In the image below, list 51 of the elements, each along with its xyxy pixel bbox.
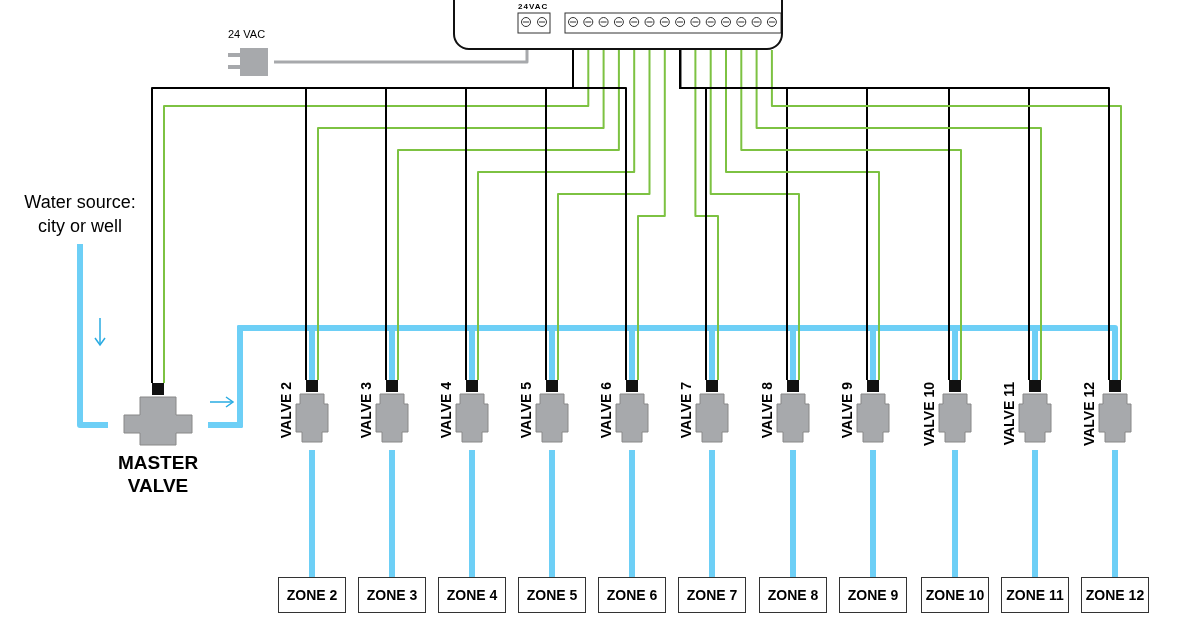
valve-label: VALVE 9: [839, 382, 855, 439]
zone-box: ZONE 12: [1081, 577, 1149, 613]
water-pipe: [469, 450, 475, 577]
water-pipe: [952, 450, 958, 577]
wire: [740, 49, 962, 381]
wire: [694, 49, 719, 381]
valve-label: VALVE 12: [1081, 382, 1097, 447]
zone-box: ZONE 2: [278, 577, 346, 613]
valve-label: VALVE 7: [678, 382, 694, 439]
water-pipe: [870, 450, 876, 577]
valve-label: VALVE 2: [278, 382, 294, 439]
valve-label: MASTER VALVE: [116, 451, 200, 497]
controller-box: [453, 0, 783, 50]
wire: [755, 49, 1042, 381]
valve-label: VALVE 5: [518, 382, 534, 439]
wire: [637, 49, 666, 381]
wire: [679, 49, 1110, 381]
valve-label: VALVE 8: [759, 382, 775, 439]
voltage-label: 24 VAC: [228, 28, 266, 40]
water-pipe: [790, 450, 796, 577]
water-pipe: [709, 450, 715, 577]
zone-box: ZONE 6: [598, 577, 666, 613]
water-pipe: [309, 450, 315, 577]
valve-label: VALVE 11: [1001, 382, 1017, 446]
wire: [397, 49, 620, 381]
wire: [477, 49, 636, 381]
zone-box: ZONE 9: [839, 577, 907, 613]
wire: [725, 49, 880, 381]
zone-box: ZONE 10: [921, 577, 989, 613]
water-pipe: [77, 244, 108, 428]
water-pipe: [1032, 450, 1038, 577]
valve-label: VALVE 3: [358, 382, 374, 439]
terminal-label: 24VAC: [518, 2, 549, 11]
valve-label: VALVE 6: [598, 382, 614, 439]
zone-box: ZONE 7: [678, 577, 746, 613]
wire: [557, 49, 651, 381]
water-source-label: Water source: city or well: [10, 190, 150, 238]
valve-label: VALVE 4: [438, 382, 454, 439]
water-pipe: [1112, 450, 1118, 577]
water-pipe: [629, 450, 635, 577]
zone-box: ZONE 11: [1001, 577, 1069, 613]
zone-box: ZONE 8: [759, 577, 827, 613]
wire: [770, 49, 1122, 381]
zone-box: ZONE 3: [358, 577, 426, 613]
water-pipe: [389, 450, 395, 577]
zone-box: ZONE 5: [518, 577, 586, 613]
water-pipe: [549, 450, 555, 577]
wire: [274, 50, 529, 64]
wire: [709, 49, 800, 381]
valve-label: VALVE 10: [921, 382, 937, 447]
zone-box: ZONE 4: [438, 577, 506, 613]
